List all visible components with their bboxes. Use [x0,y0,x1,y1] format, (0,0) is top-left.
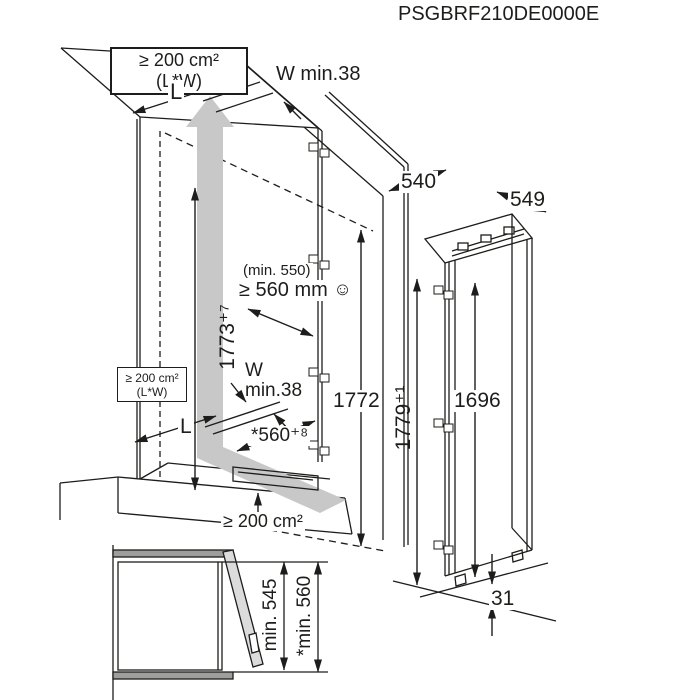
dimension-label-niche-min: (min. 550) [241,262,313,279]
mid-vent-area-formula: (L*W) [136,384,168,399]
mid-vent-area-value: ≥ 200 cm² [125,370,179,385]
mid-vent-area-box: ≥ 200 cm² (L*W) [117,367,187,402]
dimension-label-niche-depth: 540 [399,170,439,194]
plinth-vent-slot [232,466,319,491]
dimension-label-niche-height-back: 1773⁺⁷ [215,304,239,370]
dimension-label-appliance-height: 1779⁺¹ [391,385,415,451]
model-number-title: PSGBRF210DE0000E [398,3,600,25]
appliance-hinge-icons [433,285,454,555]
appliance-outline [392,213,557,622]
dimension-label-niche-height-front: 1772 [331,389,382,413]
niche-recommended-value: ≥ 560 mm [239,279,328,301]
dimension-label-niche-recommended: ≥ 560 mm ☺ [237,280,354,301]
airflow-arrow [186,96,346,513]
inset-dimension-label-min: min. 545 [260,578,282,652]
top-vent-area-value: ≥ 200 cm² [139,50,219,70]
inset-dimension-label-recommended: *min. 560 [294,575,316,657]
dimension-label-length-bottom: L [178,415,194,439]
plinth-vent-area-label: ≥ 200 cm² [221,511,305,531]
dimension-label-door-height: 1696 [452,389,503,413]
dimension-label-width-bottom: W min.38 [245,361,302,401]
dimension-label-plinth-height: 31 [489,587,517,611]
dimension-label-appliance-depth: 549 [508,188,548,212]
width-bottom-line2: min.38 [245,379,303,401]
dimension-label-niche-depth-bottom: *560⁺⁸ [249,425,311,446]
dimension-label-length-top: L [168,79,185,104]
smiley-icon: ☺ [333,279,352,299]
width-bottom-line1: W [245,360,263,381]
dimension-label-width-top: W min.38 [276,63,361,85]
inset-plan-view [112,545,328,700]
